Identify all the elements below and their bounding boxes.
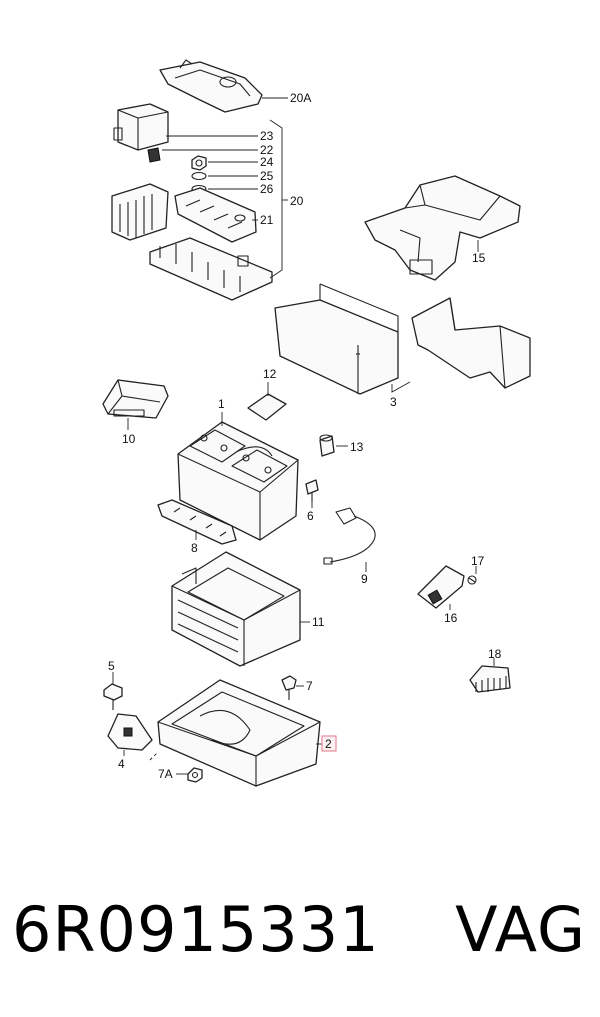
callout-21: 21 <box>260 213 274 227</box>
sensor-screw <box>467 575 477 585</box>
fuse-holder <box>111 183 169 241</box>
callout-26: 26 <box>260 182 274 196</box>
callout-4: 4 <box>118 757 125 771</box>
callout-13: 13 <box>350 440 364 454</box>
fuse-box-cover <box>159 59 263 113</box>
callout-5: 5 <box>108 659 115 673</box>
callout-18: 18 <box>488 647 502 661</box>
mounting-bracket <box>364 175 521 281</box>
callout-2-highlight-box <box>321 735 337 752</box>
washer <box>191 171 207 181</box>
battery-base-tray <box>157 679 321 787</box>
fuse-box-base <box>149 237 273 301</box>
callout-6: 6 <box>307 509 314 523</box>
callout-25: 25 <box>260 169 274 183</box>
terminal-cap <box>319 434 335 457</box>
callout-17: 17 <box>471 554 485 568</box>
callout-20: 20 <box>290 194 304 208</box>
mini-fuse <box>147 147 161 163</box>
battery-sensor <box>417 565 465 609</box>
callout-9: 9 <box>361 572 368 586</box>
cable-strip <box>157 499 237 545</box>
screw <box>281 675 297 700</box>
callout-10: 10 <box>122 432 136 446</box>
part-number: 6R0915331 <box>12 893 380 966</box>
insulation-sleeve <box>274 283 399 395</box>
hold-down-clamp <box>107 713 153 751</box>
callout-7A: 7A <box>158 767 173 781</box>
callout-16: 16 <box>444 611 458 625</box>
exploded-parts-diagram: 20A 23 22 24 25 26 21 <box>102 59 531 787</box>
hex-bolt <box>103 683 123 710</box>
callout-20A: 20A <box>290 91 311 105</box>
callout-8: 8 <box>191 541 198 555</box>
callout-11: 11 <box>312 615 325 629</box>
warning-label <box>247 393 287 421</box>
callout-24: 24 <box>260 155 274 169</box>
callout-15: 15 <box>472 251 486 265</box>
flange-nut <box>187 767 203 783</box>
battery-cable <box>323 507 376 565</box>
callout-23: 23 <box>260 129 274 143</box>
terminal-cover <box>102 379 169 419</box>
callout-7: 7 <box>306 679 313 693</box>
relay <box>113 103 169 151</box>
heat-shield <box>411 297 531 389</box>
callout-1: 1 <box>218 397 225 411</box>
callout-22: 22 <box>260 143 274 157</box>
callout-2: 2 <box>325 737 332 751</box>
fuse-strip <box>174 187 257 243</box>
battery-tray <box>171 551 301 667</box>
callout-3: 3 <box>390 395 397 409</box>
ribbed-clip <box>469 665 511 693</box>
nut <box>191 155 207 171</box>
bolt <box>305 479 319 502</box>
brand-name: VAG <box>455 893 586 966</box>
callout-12: 12 <box>263 367 277 381</box>
